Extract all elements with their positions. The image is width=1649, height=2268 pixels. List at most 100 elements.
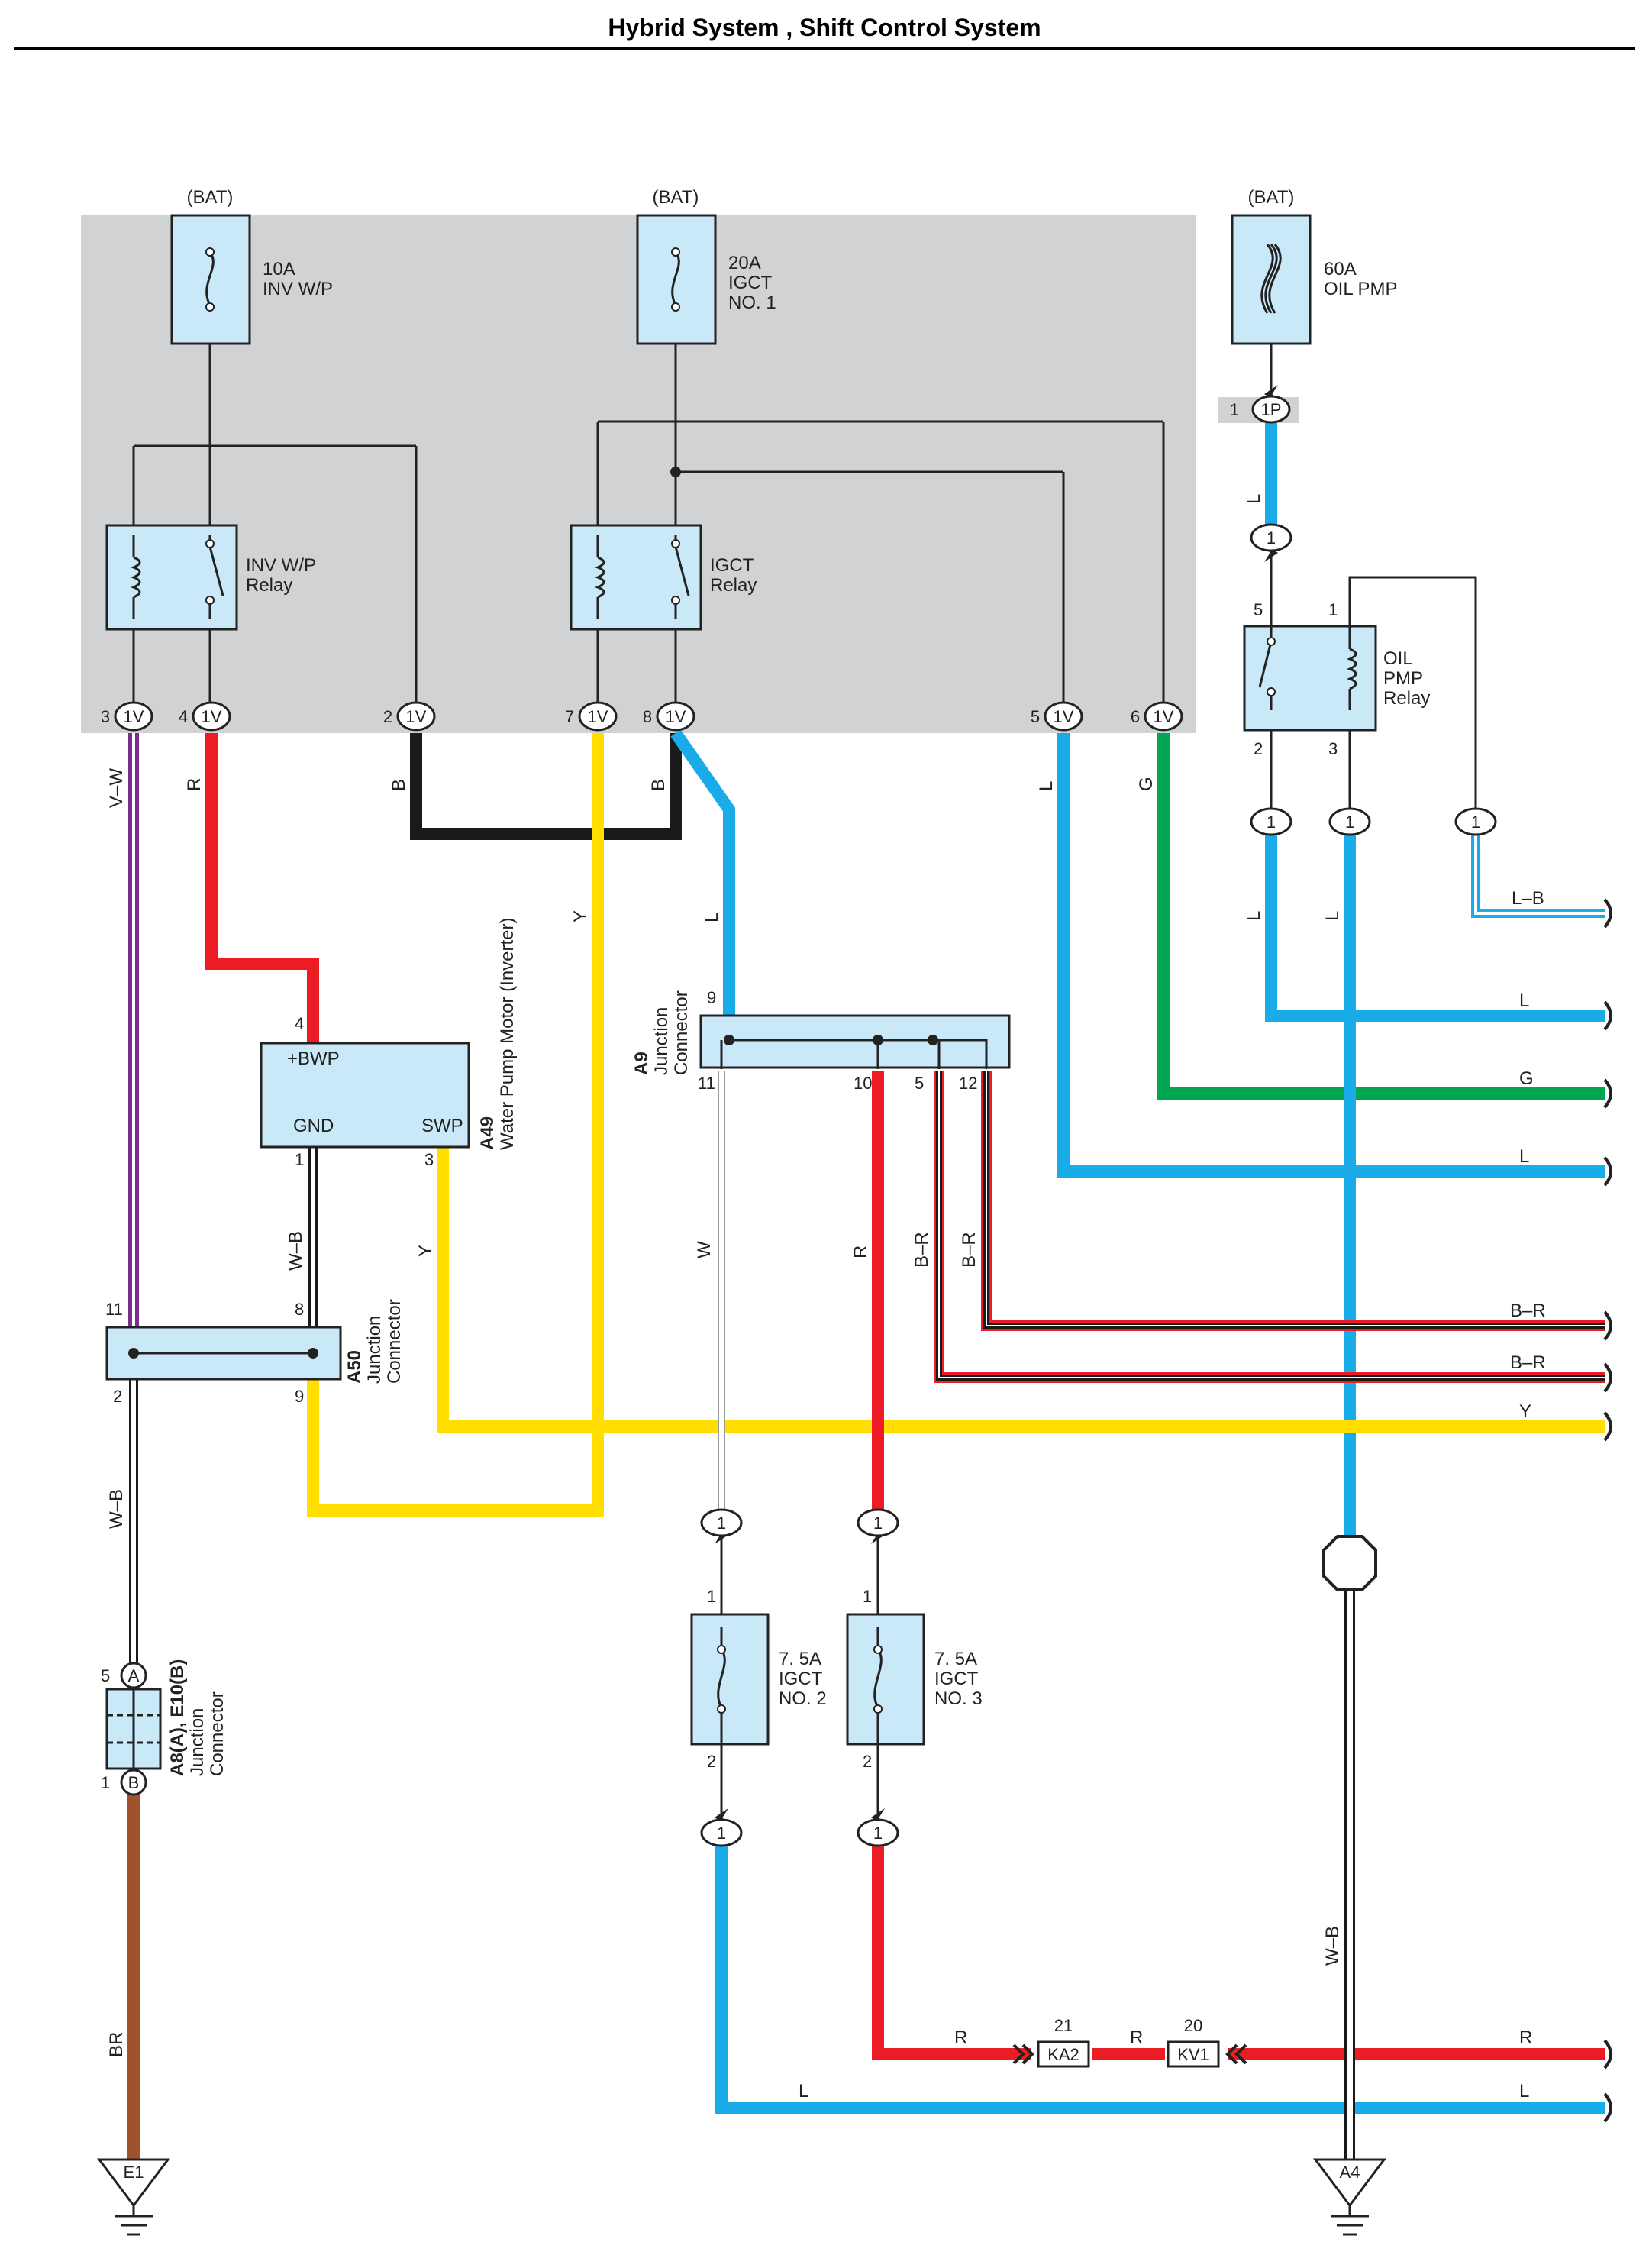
wire-label-l-oil3: L (1322, 911, 1343, 921)
a8-name2: Connector (207, 1691, 228, 1776)
svg-text:3: 3 (101, 707, 110, 726)
wire-label-r-bottom2: R (1130, 2027, 1143, 2048)
svg-text:1: 1 (1267, 813, 1276, 832)
fuse-inv-rating: 10A (263, 259, 295, 279)
fuse-igct1-rating: 20A (728, 253, 761, 273)
a8-pin-1: 1 (101, 1773, 110, 1792)
a9-name1: Junction (651, 1007, 672, 1075)
fuse-igct2-rating: 7. 5A (779, 1649, 821, 1669)
svg-text:1V: 1V (588, 707, 608, 726)
water-pump-motor-a49 (260, 1042, 470, 1149)
wire-label-vw: V–W (106, 768, 127, 808)
wire-label-br-a9-12: B–R (959, 1232, 979, 1268)
wire-label-w: W (694, 1241, 715, 1258)
relay-oil-pin-1: 1 (1328, 600, 1338, 619)
fuse-igct2-pin-in: 1 (707, 1587, 716, 1606)
svg-text:1: 1 (873, 1514, 883, 1533)
relay-igct-name2: Relay (710, 575, 757, 596)
wire-label-l-bottom2: L (1519, 2081, 1529, 2102)
wire-b-r-2 (981, 1071, 1605, 1331)
wire-label-l-oil: L (1244, 494, 1264, 504)
a8-pin-b-letter: B (128, 1773, 140, 1792)
wire-label-l-a9: L (702, 913, 722, 922)
wire-l-igct2 (715, 1845, 1605, 2114)
a50-pin-2: 2 (113, 1387, 122, 1406)
fuse-igct2-name1: IGCT (779, 1669, 823, 1689)
inline-connector-r-top: 1 (857, 1508, 899, 1537)
wire-r-a49 (205, 733, 319, 1043)
wire-l-a9 (670, 729, 735, 1020)
inline-connector-oil-lb: 1 (1454, 807, 1497, 836)
svg-text:1V: 1V (1154, 707, 1174, 726)
inline-connector-w-top: 1 (700, 1508, 743, 1537)
fuse-igct-no3 (846, 1613, 925, 1746)
a8-pin-5: 5 (101, 1666, 110, 1685)
ground-e1 (97, 2158, 170, 2236)
wire-label-l-oil2: L (1244, 911, 1264, 921)
relay-inv-name2: Relay (246, 575, 292, 596)
connector-1p: 1P 1 (1230, 395, 1291, 424)
page-title: Hybrid System , Shift Control System (608, 14, 1041, 41)
svg-text:2: 2 (383, 707, 392, 726)
a8-pin-a-letter: A (128, 1666, 140, 1685)
fuse-oil-rating: 60A (1324, 259, 1357, 279)
title-rule (14, 47, 1635, 50)
kv1-pin: 20 (1184, 2016, 1202, 2035)
a9-pin-10: 10 (854, 1074, 872, 1093)
wire-r-igct3 (872, 1845, 1031, 2060)
svg-text:1: 1 (717, 1824, 726, 1843)
relay-inv-wp (105, 524, 238, 631)
svg-text:5: 5 (1031, 707, 1040, 726)
fuse-igct3-name2: NO. 3 (934, 1688, 983, 1709)
a9-pin-11: 11 (698, 1074, 715, 1093)
relay-oil-name1: OIL (1383, 648, 1413, 669)
a50-pin-11: 11 (105, 1300, 123, 1319)
inline-connector-r-bottom: 1 (857, 1818, 899, 1847)
a50-name2: Connector (384, 1299, 405, 1384)
fuse-inv-source: (BAT) (187, 187, 234, 208)
svg-text:4: 4 (179, 707, 188, 726)
wire-label-g: G (1136, 777, 1157, 791)
svg-text:6: 6 (1131, 707, 1140, 726)
wire-y-pin7 (307, 733, 604, 1517)
splice-point-octagon (1322, 1535, 1377, 1591)
a9-name2: Connector (671, 990, 692, 1075)
wire-label-b2: B (648, 779, 669, 791)
ka2-code: KA2 (1047, 2045, 1079, 2064)
relay-oil-pin-5: 5 (1254, 600, 1263, 619)
ka2-pin: 21 (1054, 2016, 1073, 2035)
wire-label-l-pin5: L (1036, 781, 1057, 791)
fuse-oil-source: (BAT) (1248, 187, 1295, 208)
svg-text:1: 1 (1267, 528, 1276, 548)
wire-label-r-bottom1: R (954, 2027, 967, 2048)
wire-label-y-right: Y (1519, 1401, 1531, 1422)
svg-text:1V: 1V (666, 707, 686, 726)
wire-end-marks (1603, 898, 1612, 2123)
wire-label-l-right1: L (1519, 990, 1529, 1011)
svg-text:1P: 1P (1261, 400, 1282, 419)
connector-1v-pin-8: 1V 8 (643, 701, 695, 732)
svg-text:1: 1 (1471, 813, 1480, 832)
wire-label-wb-a8: W–B (106, 1489, 127, 1529)
kv1-code: KV1 (1177, 2045, 1209, 2064)
wire-label-r1: R (184, 778, 205, 791)
wire-g-pin6 (1157, 733, 1605, 1100)
ground-a4-label: A4 (1340, 2163, 1360, 2182)
wire-label-y1: Y (570, 910, 591, 922)
fuse-igct1-source: (BAT) (653, 187, 699, 208)
inline-connector-oil-in: 1 (1250, 523, 1292, 552)
fuse-igct3-rating: 7. 5A (934, 1649, 977, 1669)
a49-pin-1: 1 (295, 1150, 304, 1169)
wire-label-brn: BR (106, 2032, 127, 2057)
ground-a4 (1313, 2158, 1386, 2236)
connector-1v-pin-6: 1V 6 (1131, 701, 1183, 732)
fuse-oil-pmp (1231, 214, 1312, 345)
a49-code: A49 (477, 1116, 498, 1150)
svg-text:1V: 1V (124, 707, 144, 726)
wire-label-wb-a4: W–B (1322, 1926, 1343, 1966)
svg-text:1: 1 (873, 1824, 883, 1843)
thin-wires-top (127, 344, 1278, 725)
relay-oil-name2: PMP (1383, 668, 1423, 689)
inline-connector-oil-2: 1 (1250, 807, 1292, 836)
wire-l-oil-out (1265, 831, 1605, 1022)
